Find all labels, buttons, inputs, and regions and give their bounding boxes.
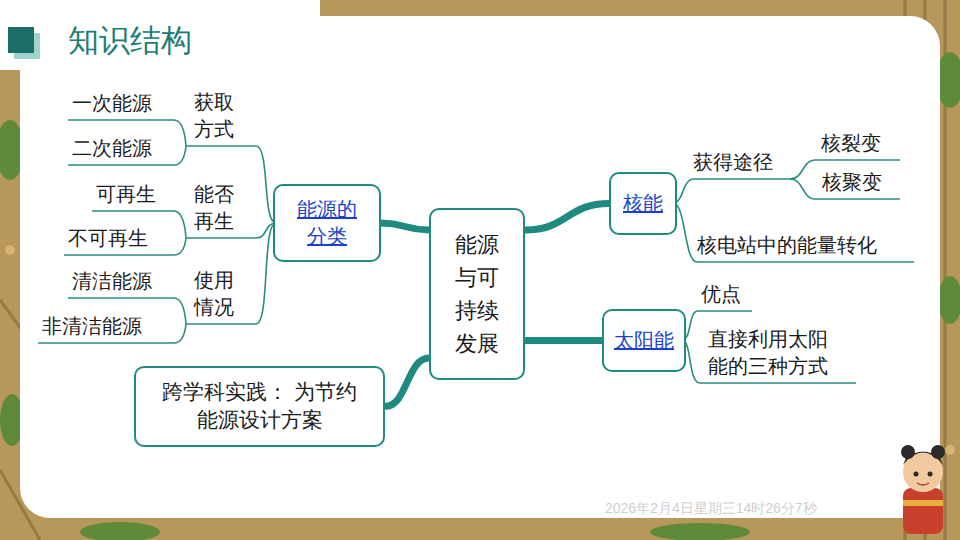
cartoon-character (901, 445, 945, 534)
topic-box: 太阳能 (602, 309, 686, 372)
node-text: 跨学科实践： 为节约能源设计方案 (162, 378, 357, 435)
branch-label: 核裂变 (821, 130, 881, 157)
node-text: 能源的 分类 (295, 196, 359, 250)
central-topic-box: 能源 与可 持续 发展 (429, 208, 525, 380)
branch-label: 一次能源 (72, 90, 152, 117)
title-icon (8, 27, 40, 59)
branch-label: 可再生 (96, 181, 156, 208)
branch-label: 二次能源 (72, 135, 152, 162)
white-panel (20, 16, 940, 518)
category-box: 能源的 分类 (273, 184, 381, 262)
branch-label: 清洁能源 (72, 268, 152, 295)
branch-label: 不可再生 (68, 225, 148, 252)
mindmap-connector (385, 358, 429, 406)
branch-label: 核电站中的能量转化 (697, 232, 877, 259)
branch-label: 获取 方式 (192, 89, 236, 143)
branch-lines (38, 120, 914, 383)
mindmap-connector (525, 204, 609, 231)
branch-label: 核聚变 (822, 169, 882, 196)
branch-label: 使用 情况 (192, 267, 236, 321)
node-text: 能源 与可 持续 发展 (453, 228, 501, 360)
node-text: 太阳能 (612, 327, 676, 354)
slide-title: 知识结构 (68, 22, 192, 59)
branch-label: 非清洁能源 (42, 313, 142, 340)
mindmap-connector (525, 337, 602, 344)
branch-label: 能否 再生 (192, 181, 236, 235)
practice-box: 跨学科实践： 为节约能源设计方案 (134, 366, 385, 447)
node-text: 核能 (621, 190, 665, 217)
branch-label: 优点 (701, 281, 741, 308)
topic-box: 核能 (609, 172, 677, 235)
timestamp-watermark: 2026年2月4日星期三14时26分7秒 (605, 499, 817, 518)
branch-label: 直接利用太阳 能的三种方式 (706, 326, 830, 380)
mindmap-connector (381, 223, 429, 230)
branch-label: 获得途径 (693, 149, 773, 176)
